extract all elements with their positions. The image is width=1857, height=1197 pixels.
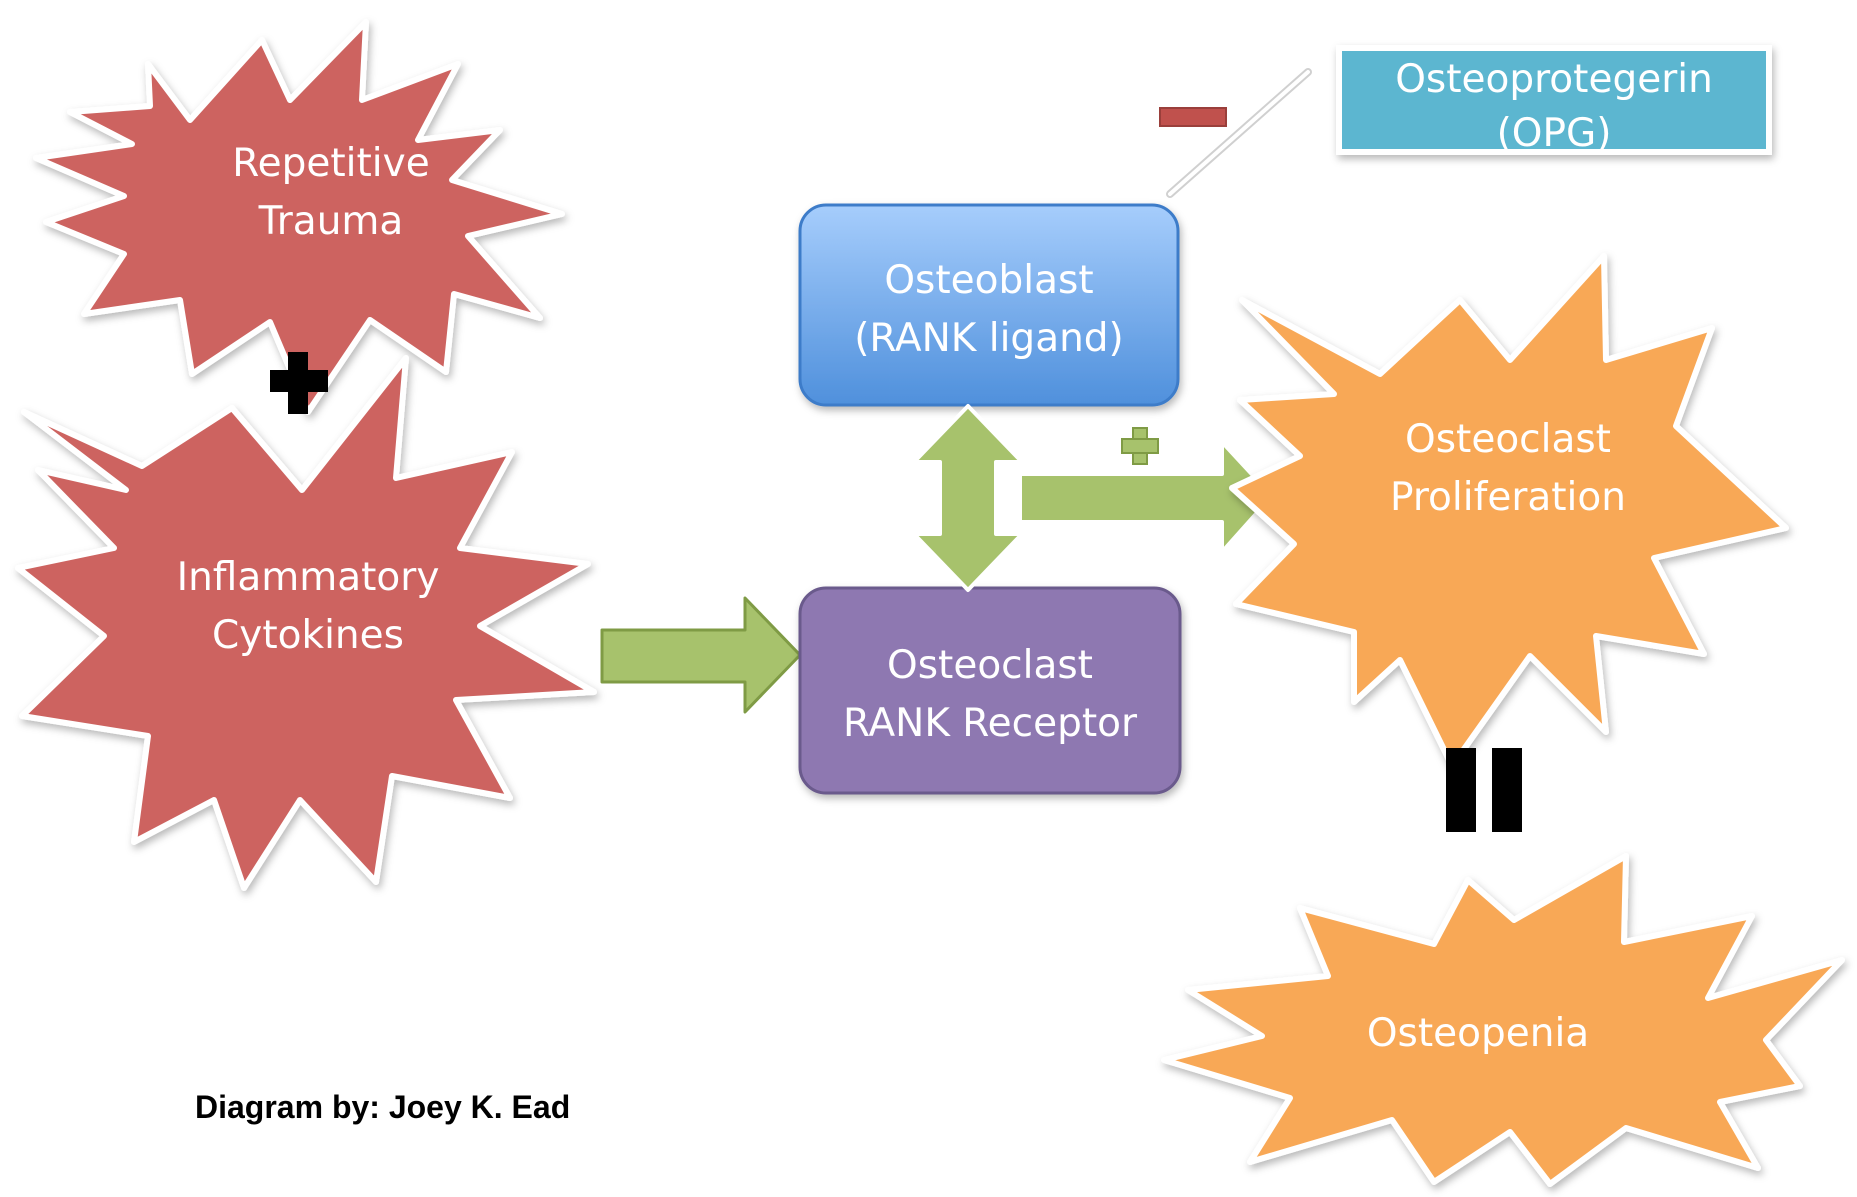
inflammatory-cytokines-burst: Inflammatory Cytokines <box>15 355 597 891</box>
osteoclast-receptor-line2: RANK Receptor <box>843 701 1138 746</box>
double-arrow-osteoblast-receptor <box>912 404 1024 592</box>
osteoblast-line1: Osteoblast <box>884 258 1093 303</box>
opg-box: Osteoprotegerin (OPG) <box>1336 45 1772 156</box>
osteoclast-proliferation-line1: Osteoclast <box>1405 417 1611 462</box>
osteoclast-proliferation-line2: Proliferation <box>1390 475 1626 520</box>
osteoblast-line2: (RANK ligand) <box>854 316 1124 361</box>
repetitive-trauma-line1: Repetitive <box>232 141 429 186</box>
osteoclast-proliferation-burst: Osteoclast Proliferation <box>1229 253 1789 769</box>
repetitive-trauma-line2: Trauma <box>258 199 404 244</box>
arrow-to-proliferation <box>1018 440 1274 554</box>
minus-icon <box>1159 107 1227 127</box>
osteopenia-label: Osteopenia <box>1367 1011 1589 1056</box>
opg-line2: (OPG) <box>1497 111 1612 156</box>
osteoclast-receptor-line1: Osteoclast <box>887 643 1093 688</box>
inflammatory-cytokines-line1: Inflammatory <box>177 555 440 600</box>
osteoclast-receptor-box: Osteoclast RANK Receptor <box>798 586 1182 795</box>
diagram-credit: Diagram by: Joey K. Ead <box>195 1089 570 1125</box>
inhibition-line <box>1166 68 1312 198</box>
repetitive-trauma-burst: Repetitive Trauma <box>33 19 565 415</box>
osteopenia-burst: Osteopenia <box>1161 853 1845 1187</box>
osteoblast-box: Osteoblast (RANK ligand) <box>798 203 1180 407</box>
inflammatory-cytokines-line2: Cytokines <box>212 613 404 658</box>
opg-line1: Osteoprotegerin <box>1395 57 1713 102</box>
plus-icon <box>270 352 328 414</box>
equals-icon <box>1446 748 1522 832</box>
arrow-cytokines-to-receptor <box>600 596 802 714</box>
small-plus-icon <box>1121 427 1159 465</box>
